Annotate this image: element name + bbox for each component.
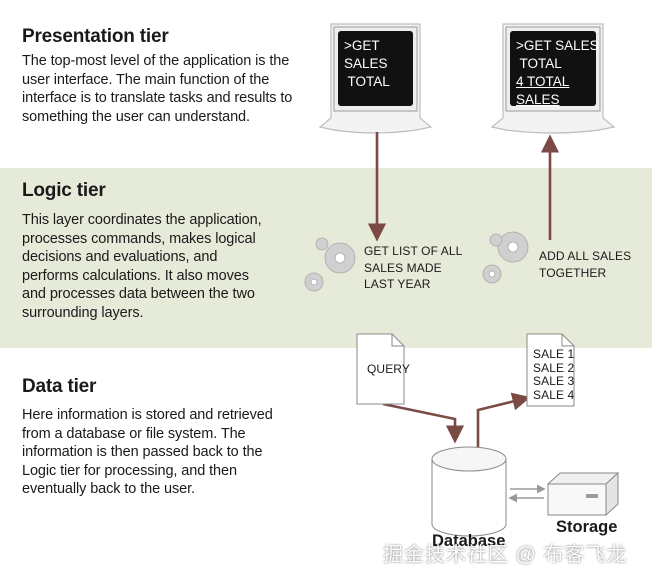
request-screen-text: >GET SALES TOTAL (344, 37, 419, 91)
query-label: QUERY (367, 362, 410, 376)
request-command-cont: TOTAL (344, 74, 390, 89)
response-screen (510, 31, 596, 106)
presentation-tier-description: The top-most level of the application is… (22, 53, 293, 125)
data-tier-description: Here information is stored and retrieved… (22, 407, 273, 498)
gear-icon (482, 231, 529, 284)
add-all-label: ADD ALL SALES TOGETHER (539, 249, 632, 280)
response-monitor (490, 23, 616, 134)
query-arrow (382, 402, 465, 444)
sale-item: SALE 4 (533, 387, 575, 402)
request-screen (338, 31, 413, 106)
request-command: >GET SALES (344, 38, 388, 71)
logic-tier-title: Logic tier (22, 180, 106, 201)
database-icon (431, 446, 507, 537)
query-document (356, 333, 405, 405)
response-command: >GET SALES (516, 38, 599, 53)
response-command-cont: TOTAL (516, 56, 562, 71)
sales-document (526, 333, 575, 407)
response-screen-text: >GET SALES TOTAL 4 TOTAL SALES (516, 37, 601, 109)
storage-caption: Storage (556, 518, 618, 536)
sale-item: SALE 3 (533, 374, 575, 388)
sales-list: SALE 1 SALE 2 SALE 3 SALE 4 (533, 347, 575, 402)
sale-item: SALE 1 (533, 347, 575, 361)
sale-item: SALE 2 (533, 360, 575, 375)
presentation-tier-title: Presentation tier (22, 26, 169, 47)
watermark: 掘金技术社区 @ 布客飞龙 (383, 544, 628, 566)
gear-icon (304, 237, 356, 292)
storage-icon (546, 471, 620, 517)
request-monitor (318, 23, 433, 134)
logic-tier-description: This layer coordinates the application, … (22, 212, 262, 321)
database-caption: Database (432, 532, 506, 550)
results-arrow (476, 392, 531, 448)
get-list-label: GET LIST OF ALL SALES MADE LAST YEAR (364, 244, 462, 291)
data-tier-title: Data tier (22, 376, 97, 397)
response-result: 4 TOTAL SALES (516, 74, 570, 107)
